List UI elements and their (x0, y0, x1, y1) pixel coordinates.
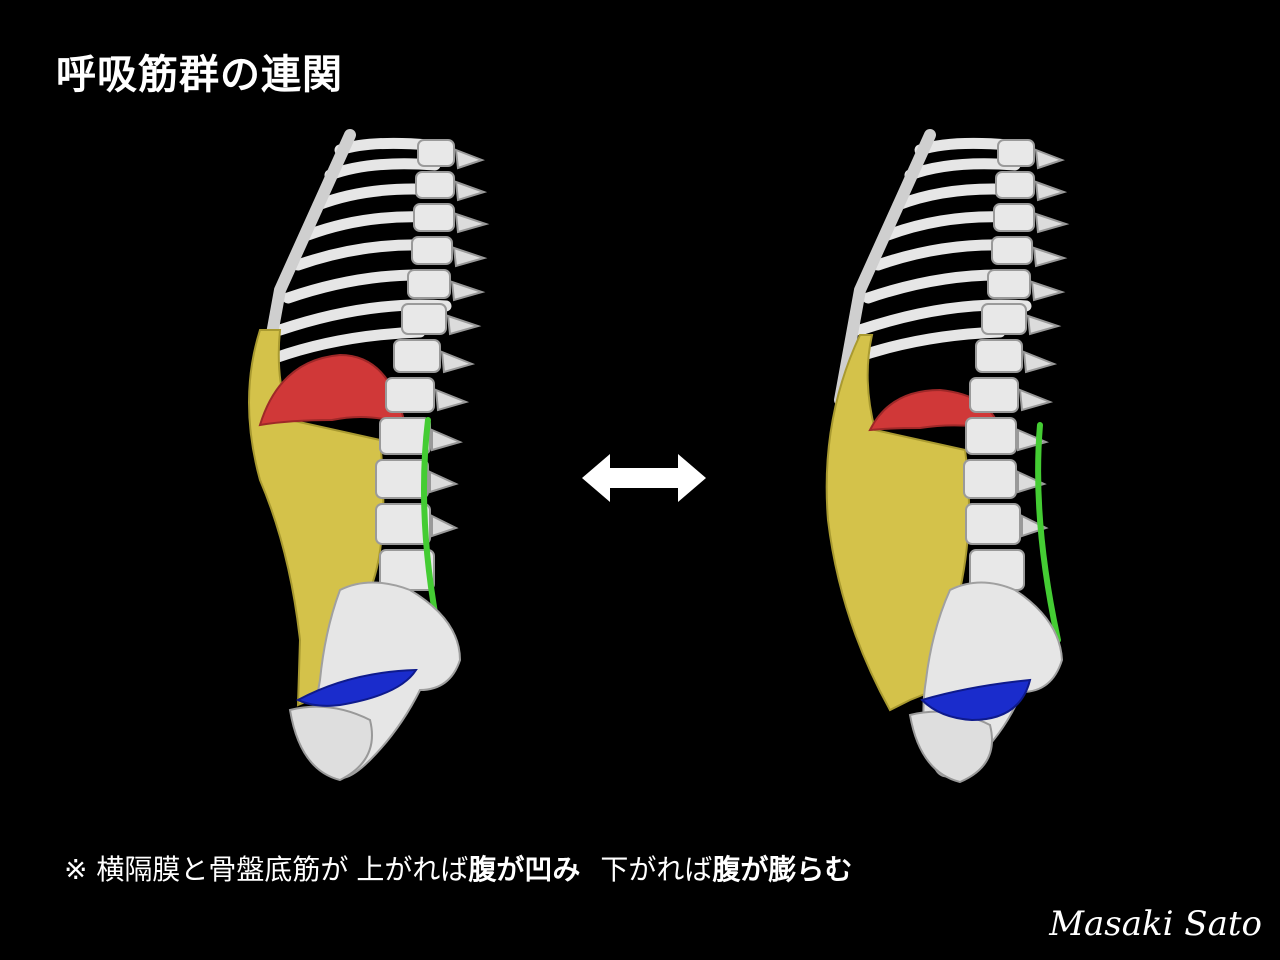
double-arrow-icon (582, 454, 706, 502)
abdominal-wall (825, 334, 970, 712)
torso-figure-right (800, 120, 1160, 820)
author-credit: Masaki Sato (1049, 904, 1262, 944)
slide-title: 呼吸筋群の連関 (56, 51, 343, 98)
caption-down-result: 腹が膨らむ (712, 853, 853, 886)
diaphragm (258, 353, 407, 427)
pelvic-floor (295, 668, 418, 707)
multifidus-muscle (1035, 422, 1061, 643)
pelvic-floor (920, 678, 1032, 722)
spine (963, 139, 1035, 591)
caption-up-verb: 上がれば (356, 853, 469, 886)
skeleton-illustration-right (825, 129, 1070, 784)
caption-prefix: ※ 横隔膜と骨盤底筋が (64, 853, 349, 886)
caption: ※ 横隔膜と骨盤底筋が上がれば腹が凹み下がれば腹が膨らむ (64, 848, 852, 888)
skeleton-illustration-left (248, 129, 490, 782)
caption-down-verb: 下がれば (600, 853, 713, 886)
caption-up-result: 腹が凹み (468, 853, 581, 886)
torso-figure-left (220, 120, 580, 820)
spine (375, 139, 455, 591)
